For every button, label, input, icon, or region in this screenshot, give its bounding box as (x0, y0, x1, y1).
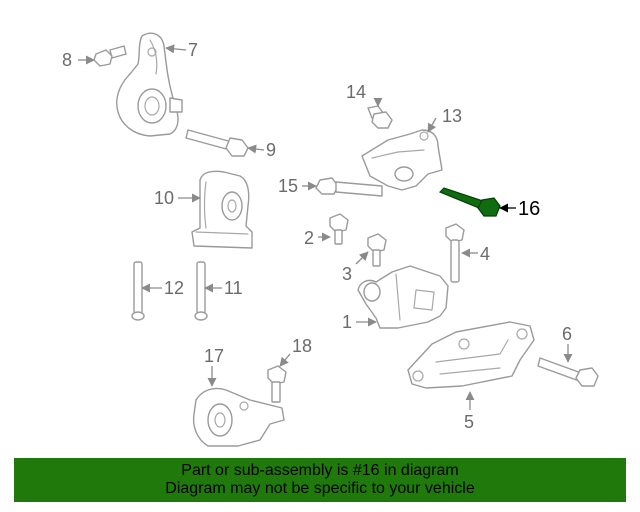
callout-3: 3 (342, 264, 352, 284)
part-5-bracket[interactable] (407, 321, 535, 389)
part-13-bracket[interactable] (361, 129, 443, 191)
part-11-stud[interactable] (194, 261, 208, 321)
part-9-bolt[interactable] (185, 129, 249, 157)
callout-5: 5 (464, 412, 474, 432)
callout-8: 8 (62, 50, 72, 70)
banner-line-1: Part or sub-assembly is #16 in diagram (181, 462, 459, 479)
part-7-mount-bracket[interactable] (116, 32, 183, 137)
callout-17: 17 (204, 346, 224, 366)
callout-13: 13 (442, 106, 462, 126)
part-6-bolt[interactable] (537, 357, 599, 387)
callout-11: 11 (224, 278, 243, 298)
callout-15: 15 (278, 176, 298, 196)
callout-12: 12 (164, 278, 184, 298)
part-18-bolt[interactable] (267, 365, 287, 403)
part-12-stud[interactable] (131, 261, 145, 321)
part-14-bolt[interactable] (367, 105, 393, 129)
part-1-mount[interactable] (357, 265, 449, 329)
callout-4: 4 (480, 244, 490, 264)
part-8-bolt[interactable] (93, 45, 127, 67)
part-2-bolt[interactable] (329, 213, 349, 245)
banner-line-2: Diagram may not be specific to your vehi… (165, 480, 475, 497)
callout-16: 16 (518, 198, 540, 220)
part-4-bolt[interactable] (445, 223, 465, 283)
part-17-mount[interactable] (192, 387, 285, 447)
callout-labels: 7 8 9 10 12 11 14 13 15 16 2 3 4 1 5 6 1… (62, 40, 572, 432)
callout-7: 7 (188, 40, 198, 60)
leader-lines (78, 44, 573, 410)
part-16-bolt-highlighted[interactable] (438, 187, 501, 217)
callout-2: 2 (304, 228, 314, 248)
callout-14: 14 (346, 82, 366, 102)
callout-18: 18 (292, 336, 312, 356)
info-banner: Part or sub-assembly is #16 in diagram D… (14, 458, 626, 502)
callout-1: 1 (342, 312, 352, 332)
callout-6: 6 (562, 324, 572, 344)
part-3-bolt[interactable] (367, 233, 387, 267)
part-15-bolt[interactable] (315, 177, 383, 197)
callout-10: 10 (154, 188, 174, 208)
callout-9: 9 (266, 140, 276, 160)
part-10-mount[interactable] (191, 170, 253, 249)
